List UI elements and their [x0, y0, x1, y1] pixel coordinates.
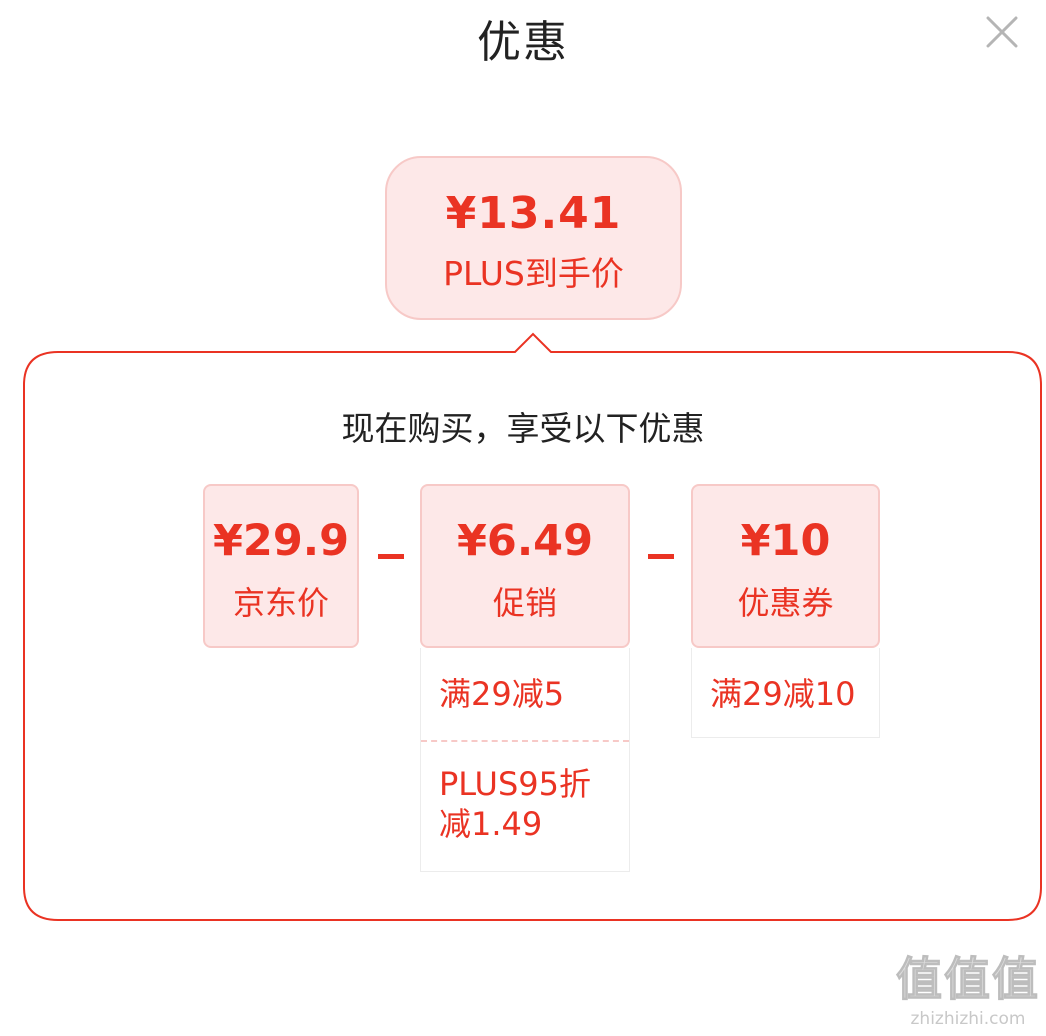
jd-price-value: ¥29.9	[212, 516, 349, 566]
coupon-value: ¥10	[740, 516, 831, 566]
breakdown-subtitle: 现在购买，享受以下优惠	[341, 409, 705, 448]
minus-operator	[378, 554, 404, 559]
final-price-box: ¥13.41 PLUS到手价	[385, 156, 682, 320]
promotion-card: ¥6.49 促销	[420, 484, 630, 648]
promotion-details: 满29减5 PLUS95折减1.49	[420, 648, 630, 872]
promotion-label: 促销	[492, 584, 557, 622]
minus-operator	[648, 554, 674, 559]
coupon-card: ¥10 优惠券	[691, 484, 880, 648]
coupon-details: 满29减10	[691, 648, 880, 738]
close-icon	[986, 16, 1018, 48]
watermark: 值值值 zhizhizhi.com	[896, 950, 1040, 1030]
final-price-value: ¥13.41	[445, 188, 622, 239]
watermark-url: zhizhizhi.com	[910, 1009, 1026, 1029]
detail-divider	[421, 740, 629, 742]
promotion-detail-item: 满29减5	[439, 675, 565, 713]
promotion-detail-item: PLUS95折减1.49	[439, 765, 591, 843]
jd-price-card: ¥29.9 京东价	[203, 484, 359, 648]
close-button[interactable]	[984, 14, 1020, 50]
coupon-label: 优惠券	[737, 584, 834, 622]
coupon-detail-item: 满29减10	[710, 675, 856, 713]
promotion-value: ¥6.49	[456, 516, 593, 566]
jd-price-label: 京东价	[232, 584, 329, 622]
watermark-logo: 值值值	[896, 952, 1040, 1007]
dialog-title: 优惠	[477, 17, 569, 68]
final-price-label: PLUS到手价	[443, 254, 624, 293]
